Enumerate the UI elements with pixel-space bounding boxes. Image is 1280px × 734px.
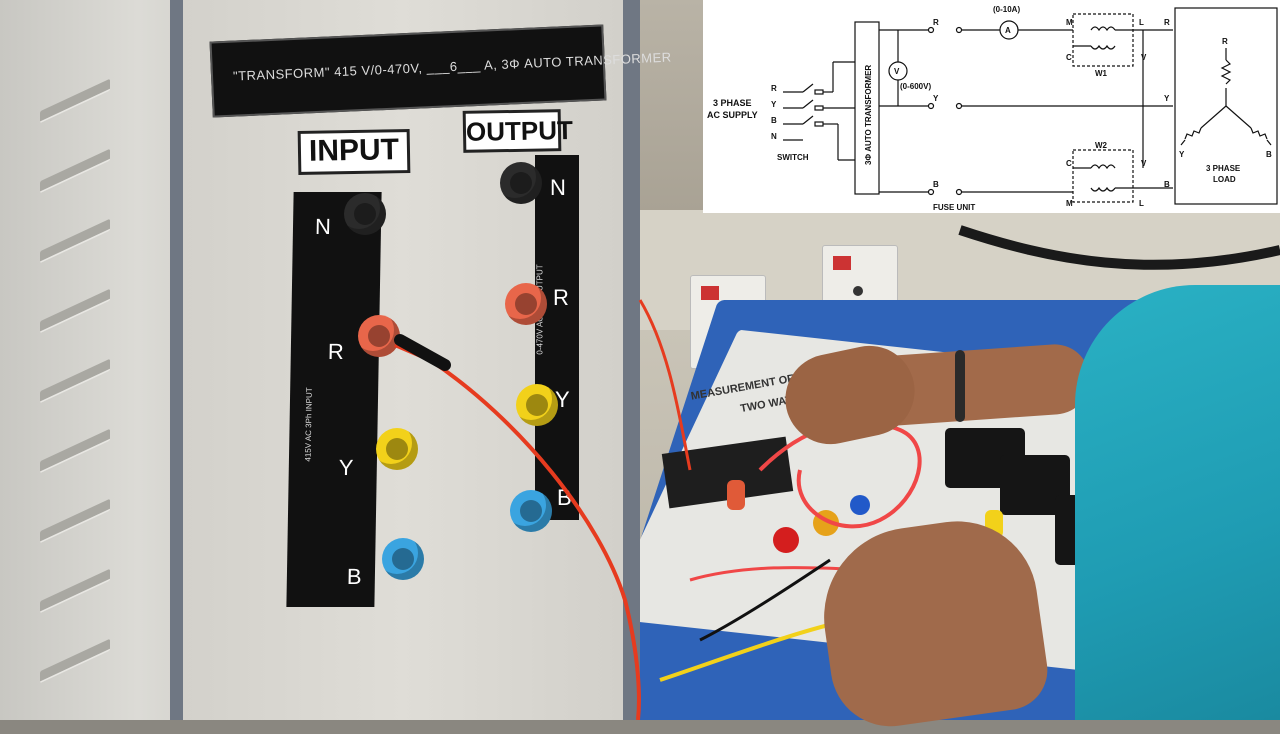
person-teal-clothing — [1075, 285, 1280, 720]
diagram-phase-b: B — [771, 116, 777, 125]
diagram-supply-label-2: AC SUPPLY — [707, 110, 758, 120]
diagram-voltmeter-symbol: V — [894, 67, 900, 76]
diagram-ammeter-range: (0-10A) — [993, 5, 1020, 14]
diagram-phase-n: N — [771, 132, 777, 141]
diagram-w1-v: V — [1141, 53, 1147, 62]
diagram-w2-v: V — [1141, 159, 1147, 168]
output-terminal-y[interactable] — [516, 384, 558, 426]
diagram-w2-label: W2 — [1095, 141, 1108, 150]
diagram-fuse-label: FUSE UNIT — [933, 203, 975, 212]
kit-blue-button[interactable] — [850, 495, 870, 515]
diagram-w1-label: W1 — [1095, 69, 1108, 78]
output-label-n: N — [550, 175, 566, 200]
input-terminal-b[interactable] — [382, 538, 424, 580]
diagram-voltmeter-range: (0-600V) — [900, 82, 931, 91]
output-terminal-b[interactable] — [510, 490, 552, 532]
output-label-y: Y — [555, 387, 570, 412]
output-terminal-r[interactable] — [505, 283, 547, 325]
diagram-load-b: B — [1266, 150, 1272, 159]
output-terminal-n[interactable] — [500, 162, 542, 204]
diagram-w2-l: L — [1139, 199, 1144, 208]
input-terminal-n[interactable] — [344, 193, 386, 235]
diagram-w1-m: M — [1066, 18, 1073, 27]
circuit-diagram: R Y B N 3 PHASE AC SUPPLY SWITCH 3Φ AUTO… — [703, 0, 1280, 213]
diagram-load-label-1: 3 PHASE — [1206, 164, 1241, 173]
kit-red-terminal[interactable] — [727, 480, 745, 510]
diagram-supply-label-1: 3 PHASE — [713, 98, 752, 108]
output-label-r: R — [553, 285, 569, 310]
diagram-phase-r: R — [771, 84, 777, 93]
diagram-w1-c: C — [1066, 53, 1072, 62]
diagram-b-label: B — [933, 180, 939, 189]
diagram-load-y: Y — [1179, 150, 1185, 159]
diagram-load-r: R — [1222, 37, 1228, 46]
diagram-r-label: R — [933, 18, 939, 27]
kit-red-button[interactable] — [773, 527, 799, 553]
person-bangle — [955, 350, 965, 422]
diagram-ammeter-symbol: A — [1005, 26, 1011, 35]
diagram-w2-m: M — [1066, 199, 1073, 208]
diagram-w2-c: C — [1066, 159, 1072, 168]
diagram-out-y: Y — [1164, 94, 1170, 103]
input-terminal-r[interactable] — [358, 315, 400, 357]
diagram-phase-y: Y — [771, 100, 777, 109]
diagram-y-label: Y — [933, 94, 939, 103]
diagram-switch-label: SWITCH — [777, 153, 809, 162]
input-terminal-y[interactable] — [376, 428, 418, 470]
diagram-out-r: R — [1164, 18, 1170, 27]
diagram-autotransformer-label: 3Φ AUTO TRANSFORMER — [864, 65, 873, 165]
diagram-load-label-2: LOAD — [1213, 175, 1236, 184]
diagram-w1-l: L — [1139, 18, 1144, 27]
diagram-out-b: B — [1164, 180, 1170, 189]
